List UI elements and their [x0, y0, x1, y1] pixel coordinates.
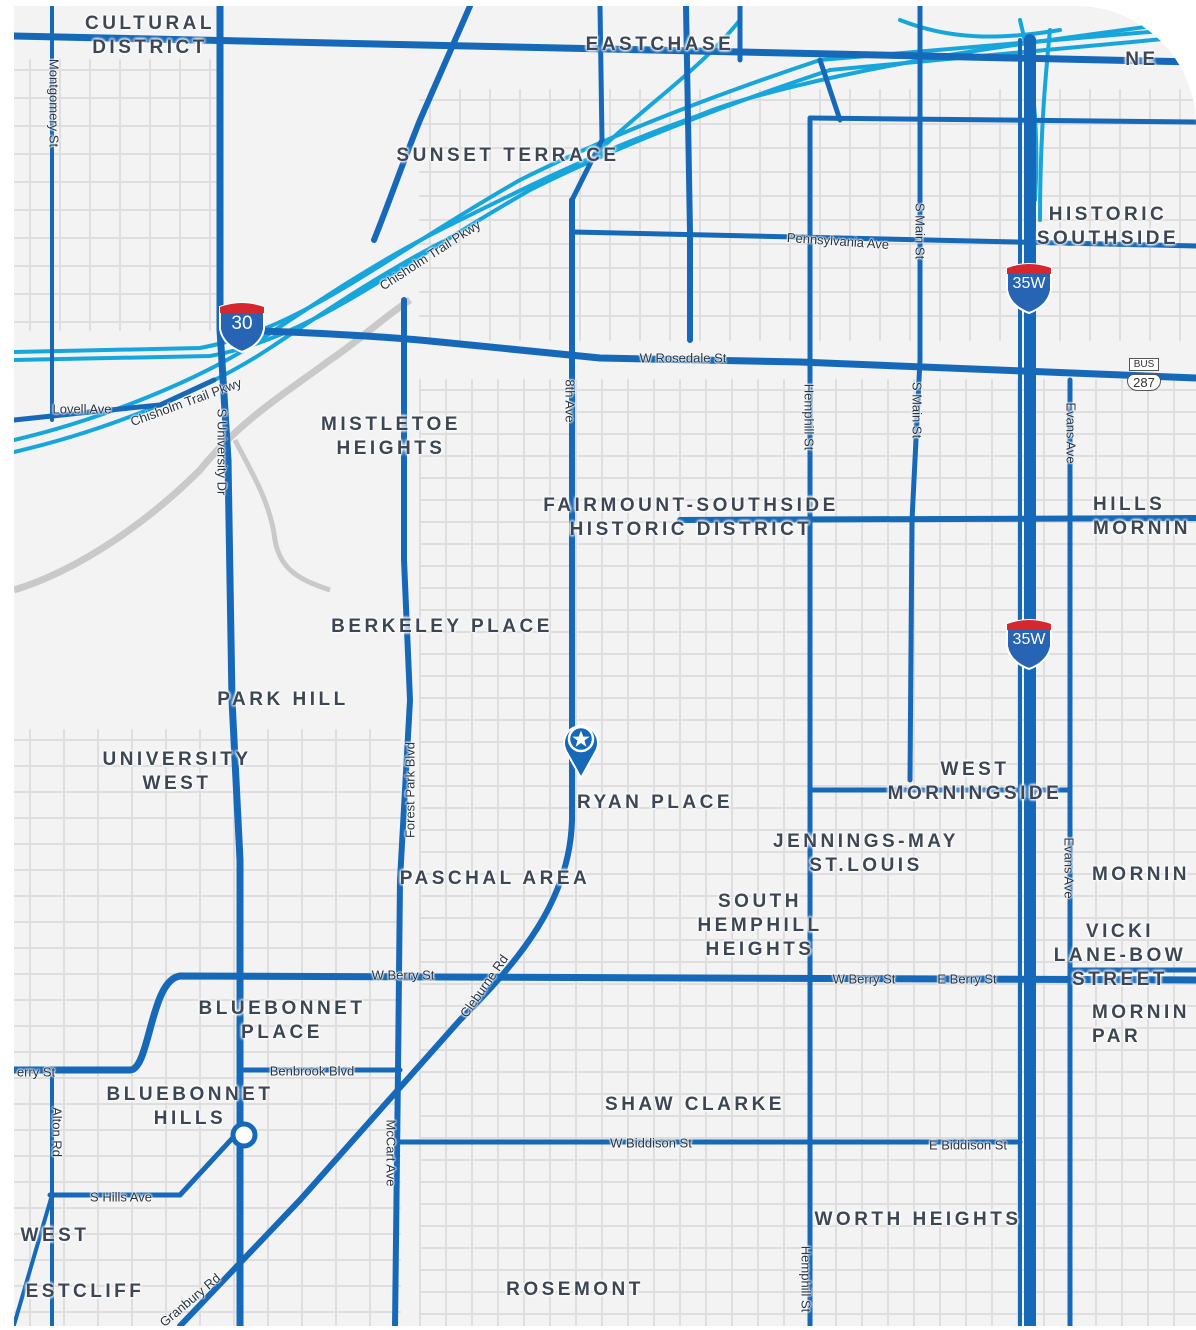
road-university-dr	[216, 6, 244, 1326]
interstate-35w-shield-north: 35W	[1002, 260, 1056, 315]
label-bluebonnet-place: BLUEBONNET PLACE	[198, 998, 366, 1043]
freeway-ramp	[14, 26, 1196, 354]
street-alton-rd: Alton Rd	[49, 1107, 65, 1157]
label-morning-park: MORNIN PAR	[1091, 1002, 1191, 1047]
label-jennings-may: JENNINGS-MAY ST.LOUIS	[773, 831, 959, 876]
shield-number: 30	[231, 313, 253, 334]
street-berry-st-edge: erry St	[16, 1064, 56, 1080]
interstate-35w-shield-south: 35W	[1002, 616, 1056, 671]
street-w-rosedale-st: W Rosedale St	[639, 350, 727, 366]
street-8th-ave: 8th Ave	[562, 379, 578, 423]
street-montgomery-st: Montgomery St	[46, 58, 62, 148]
label-west-partial: WEST	[20, 1225, 90, 1246]
label-south-hemphill: SOUTH HEMPHILL HEIGHTS	[697, 891, 823, 960]
label-eastchase: EASTCHASE	[585, 34, 735, 55]
road-pennsylvania-ave	[569, 229, 1196, 249]
interstate-shield-icon	[219, 302, 265, 354]
label-mistletoe-heights: MISTLETOE HEIGHTS	[321, 414, 461, 459]
label-berkeley-place: BERKELEY PLACE	[331, 616, 553, 637]
label-bluebonnet-hills: BLUEBONNET HILLS	[106, 1084, 274, 1129]
street-forest-park-blvd: Forest Park Blvd	[402, 741, 418, 839]
label-ne-partial: NE	[1125, 49, 1159, 70]
street-benbrook-blvd: Benbrook Blvd	[269, 1063, 355, 1079]
freeway-ramps	[14, 18, 1196, 454]
street-e-berry-st: E Berry St	[937, 971, 997, 987]
freeway-ramp	[14, 113, 702, 442]
bus-label: BUS	[1129, 358, 1159, 371]
label-hills-morning: HILLS MORNIN	[1092, 494, 1192, 539]
road-northern-ew	[807, 115, 1196, 125]
label-sunset-terrace: SUNSET TERRACE	[396, 145, 620, 166]
freeway-ramp	[598, 18, 742, 152]
freeway-ramp	[698, 18, 1196, 117]
street-s-main-st-north: S Main St	[912, 202, 928, 260]
business-route-287-badge: BUS 287	[1124, 358, 1164, 402]
street-mccart-ave: McCart Ave	[383, 1119, 399, 1187]
road-sw-diagonal	[14, 1193, 54, 1326]
street-s-main-st: S Main St	[909, 381, 925, 439]
major-roads	[14, 6, 1196, 1326]
shield-number: 35W	[1012, 631, 1046, 648]
label-park-hill: PARK HILL	[217, 689, 349, 710]
road-fairmount-ew	[677, 515, 1196, 523]
interstate-shield-icon	[1006, 263, 1052, 315]
road-8th-north	[569, 6, 605, 203]
street-evans-ave-south: Evans Ave	[1061, 837, 1077, 899]
shield-number: 35W	[1012, 275, 1046, 292]
road-n-connector	[683, 6, 693, 343]
label-paschal-area: PASCHAL AREA	[399, 868, 591, 889]
label-cultural-district: CULTURAL DISTRICT	[84, 13, 216, 58]
street-s-hills-ave: S Hills Ave	[90, 1189, 152, 1205]
road-northern-link	[817, 57, 843, 123]
road-s-main-st	[907, 6, 923, 783]
road-lovell-ave	[14, 377, 217, 423]
map-canvas[interactable]	[14, 6, 1196, 1326]
label-shaw-clarke: SHAW CLARKE	[605, 1094, 785, 1115]
bus-route-number: 287	[1127, 374, 1161, 391]
label-westcliff-partial: ESTCLIFF	[25, 1281, 145, 1302]
label-morning-partial: MORNIN	[1091, 864, 1191, 885]
label-ryan-place: RYAN PLACE	[576, 792, 734, 813]
label-university-west: UNIVERSITY WEST	[102, 749, 252, 794]
street-e-biddison-st: E Biddison St	[928, 1137, 1008, 1153]
street-hemphill-st-south: Hemphill St	[798, 1245, 814, 1313]
interstate-30-shield: 30	[215, 299, 269, 354]
street-hemphill-st-north: Hemphill St	[801, 383, 817, 451]
street-w-biddison-st: W Biddison St	[610, 1135, 692, 1151]
street-evans-ave-north: Evans Ave	[1063, 402, 1079, 464]
label-worth-heights: WORTH HEIGHTS	[814, 1209, 1022, 1230]
interstate-shield-icon	[1006, 619, 1052, 671]
road-sunset-north	[371, 6, 473, 243]
label-west-morningside: WEST MORNINGSIDE	[887, 759, 1063, 804]
freeway-ramp	[14, 236, 452, 454]
roundabout-icon	[230, 1121, 258, 1149]
label-fairmount-southside: FAIRMOUNT-SOUTHSIDE HISTORIC DISTRICT	[543, 495, 839, 540]
freeway-ramp	[1038, 28, 1052, 222]
street-w-berry-st-west: W Berry St	[371, 967, 435, 983]
road-w-berry-st	[14, 972, 1196, 1074]
street-lovell-ave: Lovell Ave	[52, 401, 112, 417]
road-eastchase	[14, 32, 1196, 66]
road-forest-park-blvd	[392, 297, 413, 1326]
street-w-berry-st-east: W Berry St	[832, 971, 896, 987]
label-vicki-lane: VICKI LANE-BOW STREET	[1053, 921, 1187, 990]
road-s-hills-ave	[47, 1127, 243, 1198]
star-location-pin-icon[interactable]	[560, 718, 602, 780]
freeway-ramp	[898, 18, 1062, 39]
map-view[interactable]: 30 35W 35W BUS 287	[14, 6, 1196, 1326]
label-historic-southside: HISTORIC SOUTHSIDE	[1036, 204, 1180, 249]
street-university-dr: S University Dr	[214, 408, 230, 496]
label-rosemont: ROSEMONT	[506, 1279, 644, 1300]
road-8th-cleburne	[177, 197, 575, 1326]
